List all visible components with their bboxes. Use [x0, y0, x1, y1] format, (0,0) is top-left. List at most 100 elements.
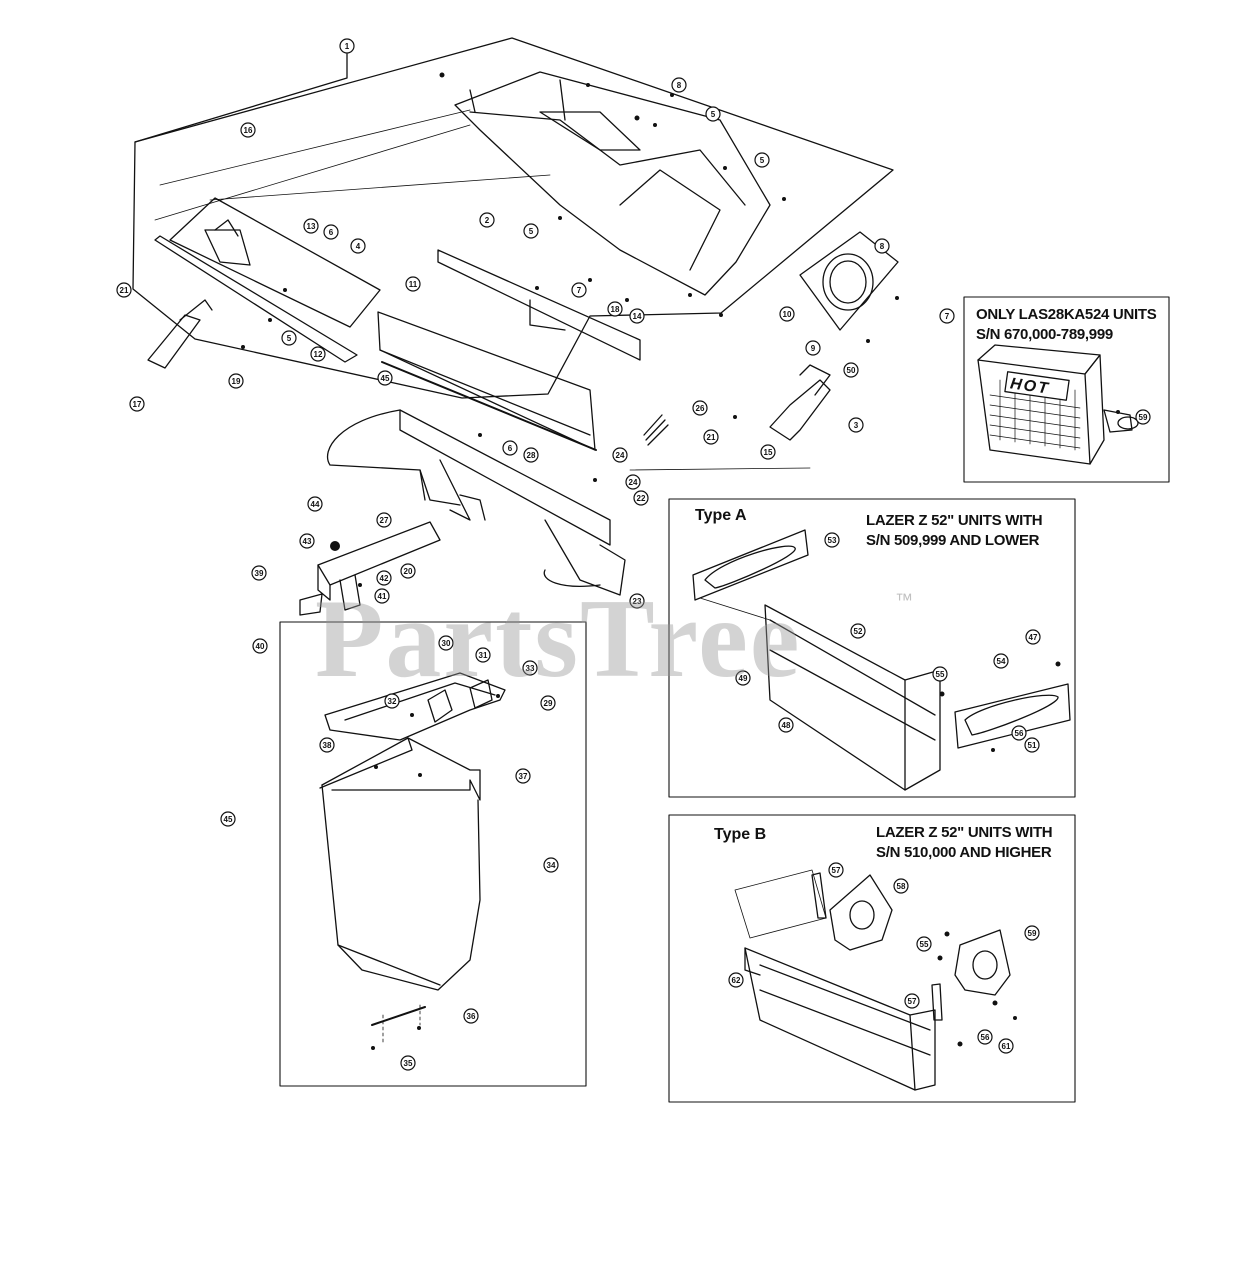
type-b-desc: LAZER Z 52" UNITS WITH S/N 510,000 AND H…	[876, 823, 1053, 863]
callout-number: 47	[1029, 633, 1038, 642]
callout-55: 55	[916, 936, 932, 952]
callout-6: 6	[502, 440, 518, 456]
callout-number: 8	[880, 242, 885, 251]
callout-59: 59	[1024, 925, 1040, 941]
callout-number: 19	[232, 377, 241, 386]
callout-number: 11	[409, 280, 418, 289]
callout-52: 52	[850, 623, 866, 639]
callout-number: 40	[256, 642, 265, 651]
callout-47: 47	[1025, 629, 1041, 645]
callout-35: 35	[400, 1055, 416, 1071]
callout-13: 13	[303, 218, 319, 234]
callout-number: 8	[677, 81, 682, 90]
callout-number: 2	[485, 216, 490, 225]
callout-7: 7	[939, 308, 955, 324]
callout-62: 62	[728, 972, 744, 988]
type-a-desc: LAZER Z 52" UNITS WITH S/N 509,999 AND L…	[866, 511, 1043, 551]
callout-number: 28	[527, 451, 536, 460]
callout-10: 10	[779, 306, 795, 322]
callout-31: 31	[475, 647, 491, 663]
callout-number: 49	[739, 674, 748, 683]
bag-panel	[279, 621, 587, 1087]
callout-number: 61	[1002, 1042, 1011, 1051]
inset-hot-title-line1: ONLY LAS28KA524 UNITS	[976, 306, 1157, 323]
callout-23: 23	[629, 593, 645, 609]
callout-number: 5	[711, 110, 716, 119]
callout-24: 24	[612, 447, 628, 463]
callout-number: 51	[1028, 741, 1037, 750]
callout-number: 43	[303, 537, 312, 546]
callout-5: 5	[705, 106, 721, 122]
callout-number: 6	[329, 228, 334, 237]
callout-number: 30	[442, 639, 451, 648]
type-a-left-plate	[692, 529, 809, 601]
callout-number: 33	[526, 664, 535, 673]
callout-36: 36	[463, 1008, 479, 1024]
callout-number: 23	[633, 597, 642, 606]
callout-40: 40	[252, 638, 268, 654]
callout-number: 53	[828, 536, 837, 545]
callout-33: 33	[522, 660, 538, 676]
inset-hot-panel	[963, 296, 1170, 483]
callout-number: 58	[897, 882, 906, 891]
callout-number: 10	[783, 310, 792, 319]
main-frame	[399, 409, 611, 546]
callout-number: 5	[287, 334, 292, 343]
hinge-panel	[169, 197, 381, 328]
callout-17: 17	[129, 396, 145, 412]
callout-number: 20	[404, 567, 413, 576]
type-a-desc-line2: S/N 509,999 AND LOWER	[866, 532, 1040, 549]
callout-number: 12	[314, 350, 323, 359]
callout-21: 21	[703, 429, 719, 445]
callout-16: 16	[240, 122, 256, 138]
callout-number: 59	[1139, 413, 1148, 422]
callout-56: 56	[977, 1029, 993, 1045]
callout-number: 26	[696, 404, 705, 413]
callout-number: 42	[380, 574, 389, 583]
type-b-label: Type B	[714, 826, 767, 843]
callout-number: 24	[616, 451, 625, 460]
callout-number: 59	[1028, 929, 1037, 938]
callout-number: 32	[388, 697, 397, 706]
callout-49: 49	[735, 670, 751, 686]
callout-18: 18	[607, 301, 623, 317]
callout-number: 5	[529, 227, 534, 236]
callout-number: 34	[547, 861, 556, 870]
callout-21: 21	[116, 282, 132, 298]
callout-19: 19	[228, 373, 244, 389]
callout-number: 57	[832, 866, 841, 875]
callout-number: 6	[508, 444, 513, 453]
type-b-right-bracket	[954, 929, 1011, 996]
type-b-desc-line2: S/N 510,000 AND HIGHER	[876, 844, 1052, 861]
deflector-plate	[377, 311, 596, 451]
callout-number: 4	[356, 242, 361, 251]
callout-number: 56	[1015, 729, 1024, 738]
callout-39: 39	[251, 565, 267, 581]
callout-43: 43	[299, 533, 315, 549]
callout-number: 5	[760, 156, 765, 165]
callout-5: 5	[281, 330, 297, 346]
callout-number: 18	[611, 305, 620, 314]
callout-number: 35	[404, 1059, 413, 1068]
type-b-left-bracket	[829, 874, 893, 951]
inset-hot-title-line2: S/N 670,000-789,999	[976, 326, 1113, 343]
callout-45: 45	[220, 811, 236, 827]
callout-number: 9	[811, 344, 816, 353]
callout-4: 4	[350, 238, 366, 254]
hitch-arm	[317, 521, 441, 586]
callout-9: 9	[805, 340, 821, 356]
callout-number: 16	[244, 126, 253, 135]
callout-30: 30	[438, 635, 454, 651]
watermark-trademark: ™	[895, 590, 913, 610]
callout-38: 38	[319, 737, 335, 753]
callout-number: 17	[133, 400, 142, 409]
callout-53: 53	[824, 532, 840, 548]
callout-number: 36	[467, 1012, 476, 1021]
callout-number: 37	[519, 772, 528, 781]
callout-number: 55	[936, 670, 945, 679]
callout-57: 57	[904, 993, 920, 1009]
callout-7: 7	[571, 282, 587, 298]
callout-2: 2	[479, 212, 495, 228]
